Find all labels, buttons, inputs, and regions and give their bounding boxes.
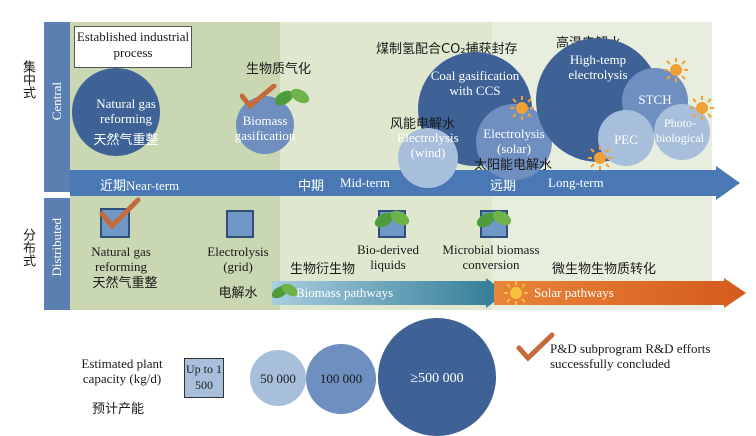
central-label: Central	[49, 82, 64, 121]
check-icon	[99, 197, 141, 230]
capacity-circle-50000	[250, 350, 306, 406]
capacity-label-cn: 预计产能	[92, 402, 145, 417]
biomass-pathway-label: Biomass pathways	[296, 285, 394, 300]
dist-microbial-cn: 微生物生物质转化	[552, 262, 657, 277]
mid-term-cn: 中期	[298, 179, 325, 194]
check-icon	[240, 84, 277, 110]
ng-reforming-circle	[72, 68, 160, 156]
ng-reforming-cn: 天然气重整	[93, 133, 159, 148]
leaf-icon	[476, 210, 512, 228]
pec-circle	[598, 110, 654, 166]
distributed-label: Distributed	[49, 218, 64, 277]
capacity-size-1500: Up to 1 500	[184, 358, 224, 398]
timeline-arrow	[70, 166, 740, 200]
dist-electrolysis-box	[226, 210, 254, 238]
leaf-icon	[374, 210, 410, 228]
distributed-label-cn: 分布式	[20, 228, 35, 267]
ng-reforming-label: Natural gas reforming	[96, 96, 156, 126]
biomass-pathway-arrow	[272, 278, 506, 308]
dist-bioliquids-label: Bio-derived liquids	[356, 242, 420, 272]
dist-bioliquids-cn: 生物衍生物	[290, 262, 356, 277]
capacity-label: Estimated plant capacity (kg/d)	[81, 356, 163, 386]
dist-electrolysis-cn: 电解水	[218, 286, 258, 301]
sun-icon	[510, 96, 534, 120]
dist-electrolysis-label: Electrolysis (grid)	[207, 244, 269, 274]
solar-pathway-arrow	[494, 278, 746, 308]
dist-ng-label: Natural gas reforming	[91, 244, 151, 274]
distributed-row-label-bar: Distributed	[44, 198, 70, 310]
long-term-label: Long-term	[548, 175, 604, 190]
central-row-label-bar: Central	[44, 22, 70, 192]
biomass-gasification-label: Biomass gasification	[234, 113, 296, 143]
near-term-label: 近期Near-term	[100, 178, 180, 194]
electrolysis-wind-circle	[398, 128, 458, 188]
electrolysis-wind-cn: 风能电解水	[390, 117, 456, 132]
electrolysis-solar-cn: 太阳能电解水	[474, 158, 553, 173]
solar-pathway-label: Solar pathways	[534, 285, 614, 300]
leaf-icon	[274, 88, 310, 106]
capacity-circle-500000	[378, 318, 496, 436]
biomass-gasification-cn: 生物质气化	[246, 62, 312, 77]
check-icon	[516, 332, 555, 362]
capacity-size-100000: 100 000	[319, 371, 363, 386]
capacity-circle-100000	[306, 344, 376, 414]
electrolysis-wind-label: Electrolysis (wind)	[397, 130, 459, 160]
electrolysis-solar-label: Electrolysis (solar)	[483, 126, 545, 156]
central-label-cn: 集中式	[20, 60, 35, 99]
capacity-size-50000: 50 000	[260, 371, 296, 386]
mid-term-label: Mid-term	[340, 175, 390, 190]
dist-microbial-label: Microbial biomass conversion	[442, 242, 540, 272]
sun-icon	[664, 58, 688, 82]
coal-ccs-cn: 煤制氢配合CO₂捕获封存	[376, 42, 518, 57]
sun-icon	[690, 96, 714, 120]
photobio-label: Photo-biological	[656, 116, 704, 145]
pec-label: PEC	[614, 132, 638, 147]
stch-label: STCH	[638, 92, 672, 107]
capacity-size-500000: ≥500 000	[410, 371, 464, 386]
long-term-cn: 远期	[490, 179, 517, 194]
biomass-gasification-circle	[236, 96, 294, 154]
high-temp-label: High-temp electrolysis	[568, 52, 628, 82]
coal-ccs-label: Coal gasification with CCS	[430, 68, 520, 98]
check-note: P&D subprogram R&D efforts successfully …	[550, 341, 711, 371]
sun-icon	[588, 146, 612, 170]
dist-ng-cn: 天然气重整	[92, 276, 158, 291]
leaf-icon	[271, 283, 299, 299]
established-process-box: Established industrial process	[74, 26, 192, 68]
sun-icon	[504, 281, 528, 305]
